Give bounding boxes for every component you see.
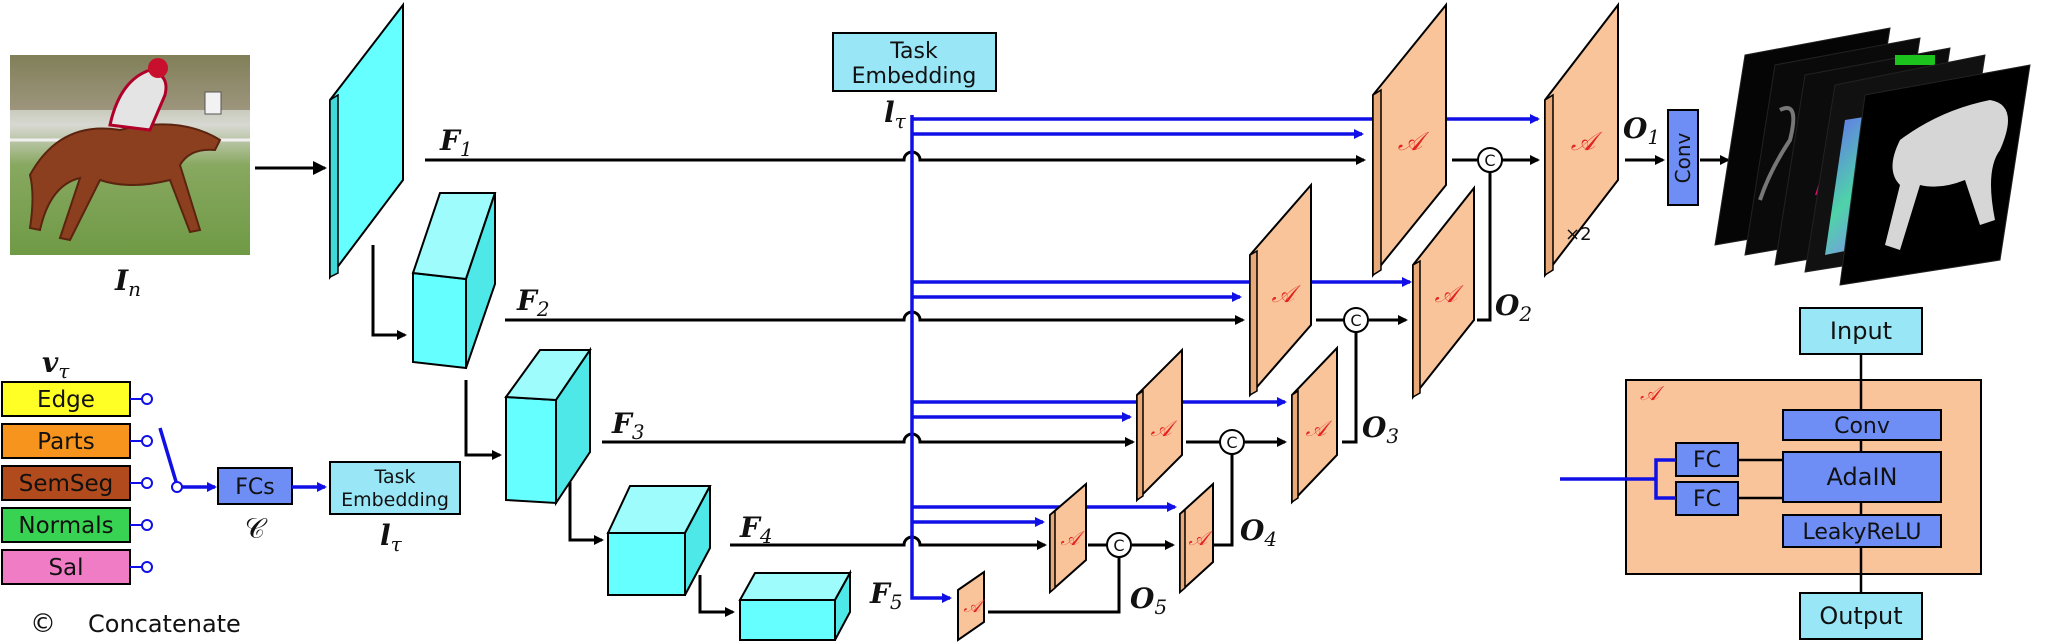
output-label-5: O5 [1130,582,1167,619]
concat-node-2: C [1343,307,1369,333]
svg-text:Task: Task [889,39,938,64]
attention-block-a3: 𝒜 [1136,347,1183,503]
concat-node-1: C [1477,147,1503,173]
svg-text:C: C [1484,151,1495,170]
encoder-block-2 [411,192,497,370]
adain-adain-label: AdaIN [1827,463,1898,491]
encoder-block-1 [329,2,404,280]
encoder-block-4 [606,485,712,596]
svg-text:C: C [1113,536,1124,555]
decoder-connections [988,155,1730,614]
attention-block-a1: 𝒜 [1372,2,1447,278]
concat-legend-symbol: © [30,609,56,639]
output-label-4: O4 [1240,514,1277,551]
output-label-3: O3 [1362,411,1399,448]
attention-block-a4: 𝒜 [1049,481,1087,595]
final-conv-block: Conv [1667,109,1699,206]
attention-block-b4: 𝒜 [1179,481,1214,595]
adain-fc2-label: FC [1693,487,1721,512]
svg-text:Task: Task [373,466,415,488]
attention-block-b2: 𝒜 [1412,185,1475,400]
svg-text:𝒜: 𝒜 [963,596,985,617]
upsample-label: ×2 [1565,224,1592,245]
attention-block-a2: 𝒜 [1249,182,1312,398]
svg-text:Embedding: Embedding [341,489,449,511]
task-label-edge: Edge [37,387,95,413]
input-image-label: In [114,264,141,301]
concat-node-4: C [1106,532,1132,558]
fcs-block: FCs [217,467,293,505]
adain-module: Input 𝒜 Conv AdaIN LeakyReLU FC FC Outpu… [1560,307,1982,640]
output-predictions [1714,27,2031,286]
task-label-normals: Normals [18,513,113,539]
concat-legend: © Concatenate [30,609,241,639]
attention-block-b3: 𝒜 [1291,345,1338,505]
adain-leaky-label: LeakyReLU [1803,520,1922,545]
task-box-semseg[interactable] [1,465,131,501]
task-label-sal: Sal [48,555,83,581]
switch-pivot [171,481,183,493]
concat-legend-text: Concatenate [88,610,241,638]
svg-text:C: C [1226,433,1237,452]
adain-conv-label: Conv [1834,414,1890,439]
task-switch-terminal[interactable] [141,519,153,531]
task-box-parts[interactable] [1,423,131,459]
attention-block-b1: 𝒜 ×2 [1544,2,1619,278]
task-switch-terminal[interactable] [141,561,153,573]
task-label-parts: Parts [37,429,94,455]
feature-label-1: F1 [439,124,473,161]
adain-input-label: Input [1830,317,1892,345]
feature-label-2: F2 [516,284,550,321]
task-switch-terminal[interactable] [141,435,153,447]
feature-label-5: F5 [869,577,903,614]
svg-text:Embedding: Embedding [852,64,977,89]
concat-node-3: C [1219,429,1245,455]
svg-text:C: C [1350,311,1361,330]
fcs-caption: 𝒞 [245,512,268,545]
encoder-block-3 [504,346,592,507]
input-photo [10,55,250,255]
task-label-semseg: SemSeg [19,471,114,497]
task-box-sal[interactable] [1,549,131,585]
task-switch-terminal[interactable] [141,477,153,489]
task-embedding-top-label: lτ [884,96,907,133]
output-label-2: O2 [1495,289,1532,326]
task-vector-label: vτ [42,346,70,383]
task-embedding-top: Task Embedding [832,32,997,92]
feature-label-3: F3 [611,407,645,444]
attention-block-a5: 𝒜 [957,570,985,642]
adain-fc1-label: FC [1693,448,1721,473]
encoder-block-5 [738,569,852,641]
task-embedding-bottom: Task Embedding [329,461,461,515]
svg-text:FCs: FCs [235,475,274,500]
svg-text:Conv: Conv [1671,132,1695,183]
adain-output-label: Output [1819,602,1902,630]
encoder-connectors [371,245,735,617]
task-embedding-bottom-label: lτ [380,519,403,556]
task-switch [158,427,179,486]
task-switch-terminal[interactable] [141,393,153,405]
feature-label-4: F4 [739,511,773,548]
output-label-1: O1 [1623,112,1660,149]
